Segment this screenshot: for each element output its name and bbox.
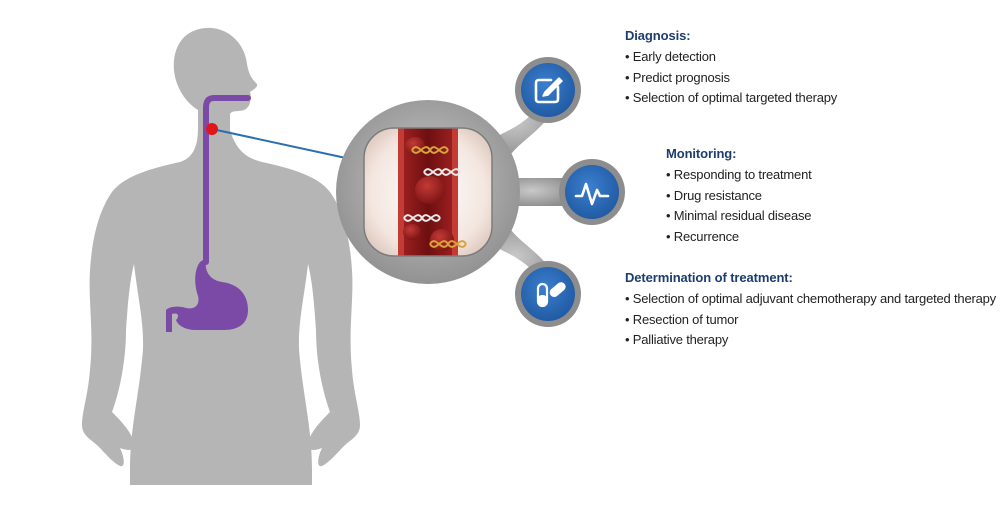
red-blood-cell xyxy=(415,176,445,204)
pulse-heartbeat-icon xyxy=(574,182,610,206)
dna-helix-icon xyxy=(429,240,467,248)
treatment-section: Determination of treatment: Selection of… xyxy=(625,270,996,351)
list-item: Selection of optimal adjuvant chemothera… xyxy=(625,289,996,310)
list-item: Selection of optimal targeted therapy xyxy=(625,88,838,109)
diagnosis-section: Diagnosis: Early detection Predict progn… xyxy=(625,28,837,109)
treatment-list: Selection of optimal adjuvant chemothera… xyxy=(625,289,996,351)
monitoring-section: Monitoring: Responding to treatment Drug… xyxy=(666,146,812,247)
dna-helix-icon xyxy=(403,214,441,222)
treatment-heading: Determination of treatment: xyxy=(625,270,793,285)
list-item: Responding to treatment xyxy=(666,165,812,186)
dna-helix-icon xyxy=(411,146,449,154)
list-item: Palliative therapy xyxy=(625,330,996,351)
dna-helix-icon xyxy=(423,168,461,176)
list-item: Predict prognosis xyxy=(625,68,837,89)
esophagus-stomach xyxy=(166,95,251,332)
diagnosis-list: Early detection Predict prognosis Select… xyxy=(625,47,838,109)
list-item: Early detection xyxy=(625,47,837,68)
monitoring-icon-button xyxy=(559,159,625,225)
human-body-silhouette xyxy=(82,27,360,486)
list-item: Resection of tumor xyxy=(625,310,996,331)
diagnosis-icon-button xyxy=(515,57,581,123)
monitoring-heading: Monitoring: xyxy=(666,146,737,161)
monitoring-list: Responding to treatment Drug resistance … xyxy=(666,165,812,247)
pill-capsule-icon xyxy=(536,282,566,308)
list-item: Drug resistance xyxy=(666,186,812,207)
diagnosis-heading: Diagnosis: xyxy=(625,28,691,43)
list-item: Minimal residual disease xyxy=(666,206,812,227)
blood-vessel-lens xyxy=(364,128,492,256)
red-blood-cell xyxy=(403,224,421,240)
pencil-edit-icon xyxy=(534,77,563,104)
tumor-site-dot xyxy=(206,123,218,135)
treatment-icon-button xyxy=(515,261,581,327)
list-item: Recurrence xyxy=(666,227,812,248)
